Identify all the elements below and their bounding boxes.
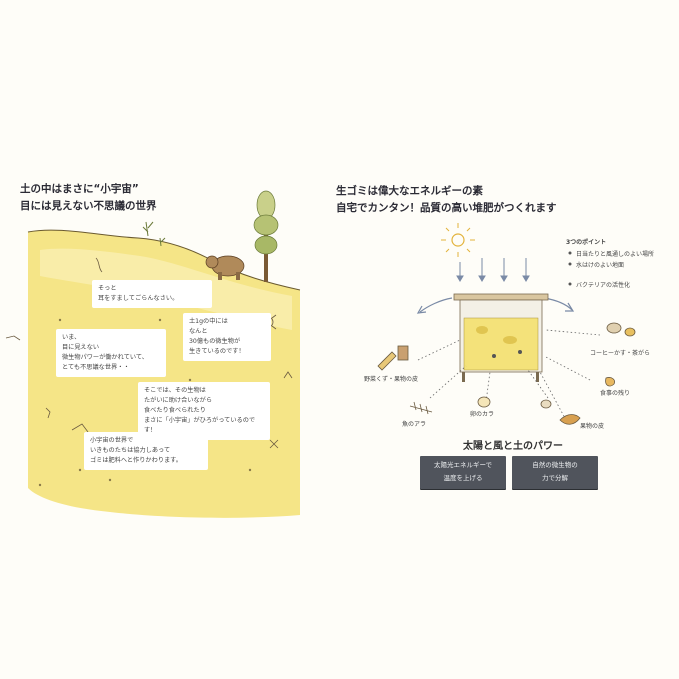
label-eggshell: 卵のカラ: [470, 411, 495, 418]
point-marks: [568, 251, 572, 286]
wind-arrows: [416, 297, 575, 314]
label-fruit: 果物の皮: [580, 423, 605, 430]
compost-bin: [453, 293, 549, 382]
note-listen: そっと 耳をすましてごらんなさい。: [92, 280, 212, 308]
left-title-line-2: 目には見えない不思議の世界: [20, 200, 157, 212]
info-box-solar: 太陽光エネルギーで 温度を上げる: [420, 456, 506, 489]
points-heading: 3つのポイント: [566, 239, 607, 246]
power-subheading: 太陽と風と土のパワー: [463, 441, 563, 452]
note-microbes: 土1gの中には なんと 30億もの微生物が 生きているのです！: [183, 313, 271, 361]
right-title-line-2: 自宅でカンタン！品質の高い堆肥がつくれます: [336, 202, 557, 214]
label-coffee: コーヒーかす・茶がら: [590, 350, 651, 357]
connector-lines: [417, 329, 601, 421]
info-box-microbes: 自然の微生物の 力で分解: [512, 456, 598, 489]
point-1: 日当たりと風通しのよい場所: [576, 251, 655, 258]
right-title: 生ゴミは偉大なエネルギーの素 自宅でカンタン！品質の高い堆肥がつくれます: [336, 183, 557, 217]
sun-icon: [441, 223, 475, 257]
right-title-line-1: 生ゴミは偉大なエネルギーの素: [336, 185, 483, 197]
label-vegetables: 野菜くず・果物の皮: [364, 376, 419, 383]
tree-icon: [253, 190, 279, 282]
ground-line: [27, 229, 301, 291]
note-invisible-world: いま、 目に見えない 微生物パワーが働かれていて、 とても不思議な世界・・: [56, 329, 166, 377]
point-3: バクテリアの活性化: [576, 282, 631, 289]
sunlight-arrows: [456, 258, 530, 282]
note-cooperation: 小宇宙の世界で いきものたちは協力しあって ゴミは肥料へと作りかわります。: [84, 432, 208, 470]
label-fish: 魚のアラ: [402, 421, 427, 428]
note-microcosm: そこでは、その生物は たがいに助け合いながら 食べたり食べられたり まさに「小宇…: [138, 382, 270, 440]
waste-icons: [377, 322, 636, 425]
left-title: 土の中はまさに“小宇宙” 目には見えない不思議の世界: [20, 181, 157, 215]
bear-icon: [205, 255, 245, 280]
left-title-line-1: 土の中はまさに“小宇宙”: [20, 183, 139, 195]
point-2: 水はけのよい地面: [576, 262, 625, 269]
label-leftovers: 食事の残り: [600, 390, 631, 397]
plant-icon: [142, 221, 166, 247]
